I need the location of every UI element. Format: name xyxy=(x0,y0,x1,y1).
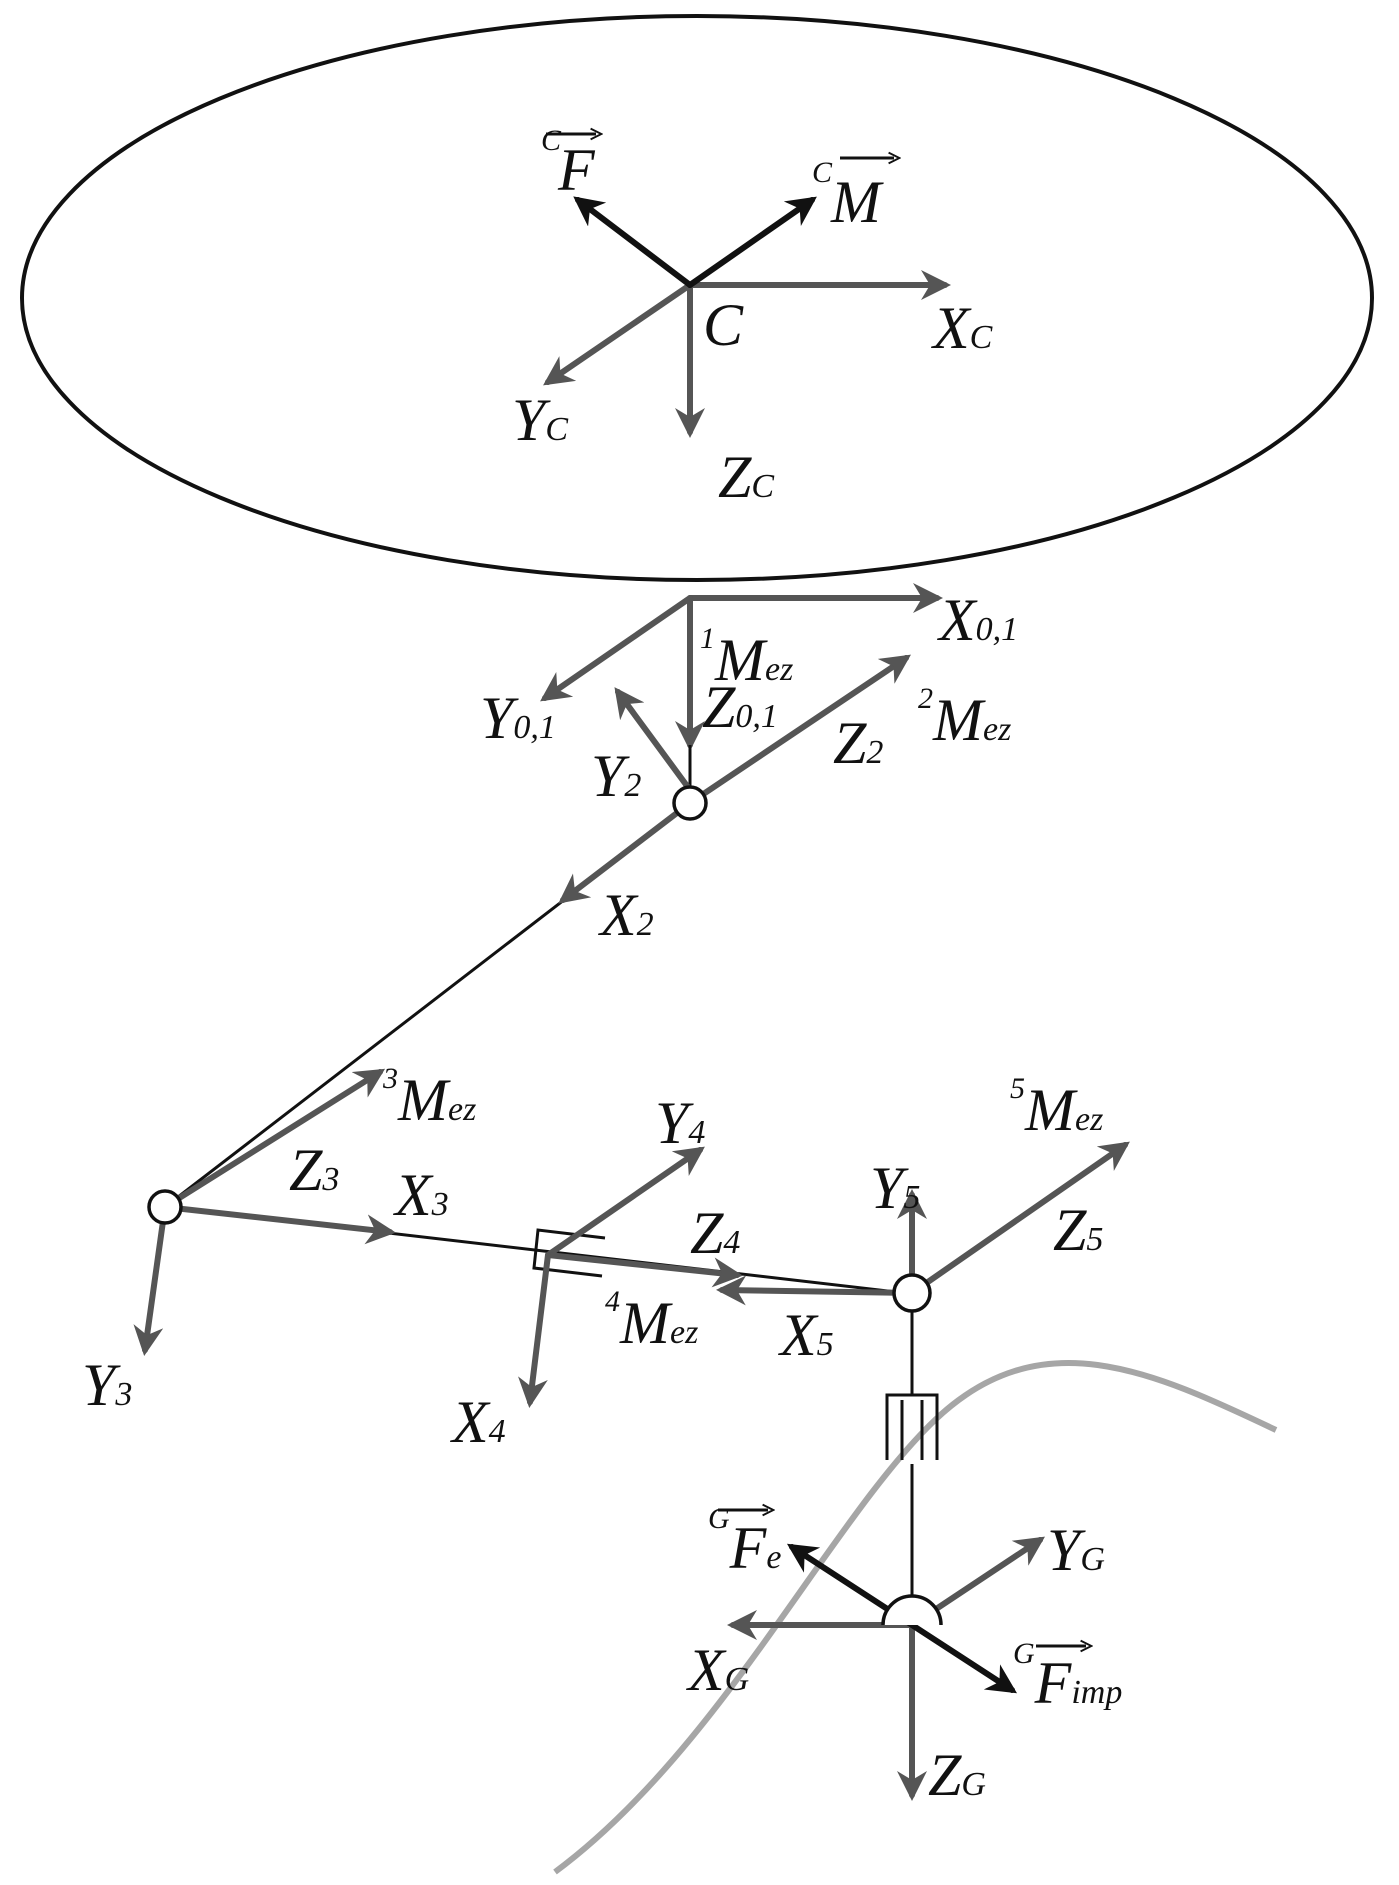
label-z5: Z5 xyxy=(1053,1197,1103,1263)
label-zg: ZG xyxy=(928,1742,986,1808)
vector-gfimp xyxy=(909,1622,1018,1694)
prismatic-joint-4 xyxy=(532,1228,606,1278)
axis-y4 xyxy=(545,1146,705,1258)
axis-yc xyxy=(543,282,693,386)
label-z2: Z2 xyxy=(833,710,883,776)
joint-5 xyxy=(892,1273,932,1313)
spherical-joint-g xyxy=(881,1594,943,1626)
label-c: C xyxy=(703,292,744,358)
label-zc: ZC xyxy=(718,444,774,510)
axis-z2 xyxy=(687,654,911,806)
label-yc: YC xyxy=(512,387,568,453)
label-m2: 2Mez xyxy=(918,682,1011,753)
label-xg: XG xyxy=(686,1637,749,1703)
prismatic-joint-g xyxy=(885,1393,939,1460)
axis-z4 xyxy=(545,1252,743,1288)
label-gfe: GFe xyxy=(708,1502,781,1581)
label-m1: 1Mez xyxy=(700,622,793,693)
vector-cf xyxy=(573,196,693,288)
label-y01: Y0,1 xyxy=(480,685,556,751)
label-x01: X0,1 xyxy=(937,587,1018,653)
label-y4: Y4 xyxy=(655,1090,705,1156)
label-cm: CM xyxy=(812,156,884,235)
label-x2: X2 xyxy=(598,882,654,948)
vector-cm xyxy=(687,196,817,288)
axis-z5 xyxy=(909,1141,1130,1296)
label-cf: CF xyxy=(541,124,596,203)
axis-y3 xyxy=(133,1204,168,1356)
label-x3: X3 xyxy=(393,1162,449,1228)
axis-y01 xyxy=(540,595,693,702)
label-y2: Y2 xyxy=(591,743,641,809)
label-z4: Z4 xyxy=(690,1200,740,1266)
label-x4: X4 xyxy=(450,1389,506,1455)
label-yg: YG xyxy=(1047,1517,1105,1583)
label-gfimp: GFimp xyxy=(1013,1637,1122,1716)
label-y3: Y3 xyxy=(82,1352,132,1418)
axis-y2 xyxy=(614,687,693,793)
axis-x2 xyxy=(558,800,693,904)
joint-2 xyxy=(672,785,708,821)
label-z3: Z3 xyxy=(289,1137,339,1203)
platform-ellipse xyxy=(20,14,1374,582)
axis-x5 xyxy=(716,1275,915,1306)
label-m5: 5Mez xyxy=(1010,1072,1103,1143)
label-xc: XC xyxy=(931,295,993,361)
label-x5: X5 xyxy=(778,1302,834,1368)
label-y5: Y5 xyxy=(870,1155,920,1221)
joint-3 xyxy=(147,1189,183,1225)
axis-x3 xyxy=(162,1204,396,1245)
axis-z3 xyxy=(162,1068,386,1210)
label-m3: 3Mez xyxy=(382,1062,476,1133)
axis-x4 xyxy=(518,1252,551,1408)
label-m4: 4Mez xyxy=(605,1285,698,1356)
label-z01: Z0,1 xyxy=(702,674,778,740)
